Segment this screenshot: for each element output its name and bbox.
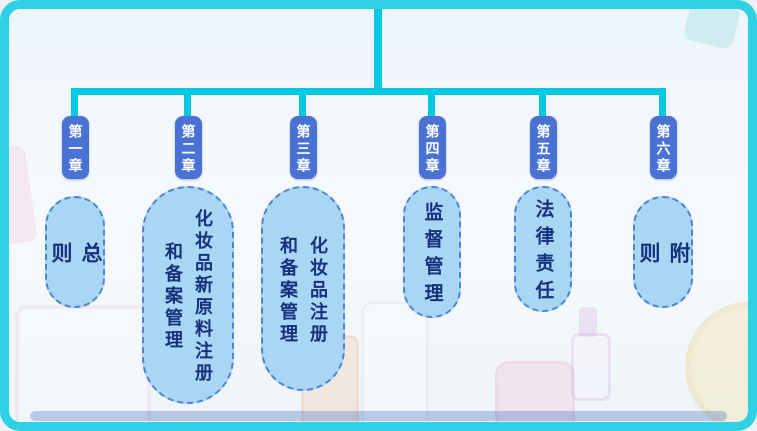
chapter-badge-label: 第三章 [295, 123, 312, 175]
chapter-capsule-supplementary: 附则 [633, 196, 693, 308]
chapter-title: 总则 [45, 198, 105, 306]
chapter-badge-4: 第四章 [419, 116, 446, 179]
bottom-accent-bar [30, 411, 727, 421]
chapter-capsule-new-ingredient-registration: 化妆品新原料注册 和备案管理 [142, 186, 234, 404]
chapter-title-column: 监督管理 [421, 202, 443, 310]
chapter-badge-1: 第一章 [62, 116, 89, 179]
connector-horizontal [72, 88, 666, 95]
background-illustration-mirror [685, 301, 748, 422]
chapter-title-column: 和备案管理 [278, 235, 298, 346]
connector-drop-3 [299, 88, 306, 120]
chapter-title-column: 附则 [637, 241, 690, 293]
connector-drop-5 [539, 88, 546, 120]
chapter-capsule-general-provisions: 总则 [45, 196, 105, 308]
background-illustration-box [15, 305, 151, 422]
background-illustration-brush [682, 9, 742, 51]
chapter-capsule-cosmetics-registration: 化妆品注册 和备案管理 [261, 186, 345, 391]
background-illustration-pink-strip [9, 145, 38, 245]
connector-drop-4 [428, 88, 435, 120]
chapter-capsule-legal-liability: 法律责任 [514, 186, 572, 312]
chapter-title: 附则 [633, 198, 693, 306]
connector-drop-6 [659, 88, 666, 120]
chapter-badge-label: 第五章 [535, 123, 552, 175]
chapter-badge-5: 第五章 [530, 116, 557, 179]
chapter-capsule-supervision: 监督管理 [403, 186, 461, 318]
chapter-badge-label: 第六章 [655, 123, 672, 175]
background-illustration-polish-cap [579, 307, 597, 337]
chapter-badge-label: 第四章 [424, 123, 441, 175]
chapter-badge-label: 第二章 [180, 123, 197, 175]
chapter-title-column: 和备案管理 [163, 242, 183, 352]
connector-drop-1 [71, 88, 78, 120]
background-illustration-nail-polish [571, 333, 611, 401]
chapter-badge-label: 第一章 [67, 123, 84, 175]
connector-drop-2 [184, 88, 191, 120]
background-illustration-pump-bottle [361, 301, 429, 422]
connector-trunk [374, 9, 382, 95]
chapter-badge-3: 第三章 [290, 116, 317, 179]
chapter-title-column: 化妆品新原料注册 [193, 209, 213, 385]
chapter-title: 监督管理 [419, 194, 446, 310]
chapter-title-column: 总则 [49, 241, 102, 293]
chapter-title-column: 化妆品注册 [308, 235, 328, 346]
chapter-title: 化妆品新原料注册 和备案管理 [158, 205, 218, 385]
chapter-title: 法律责任 [530, 191, 557, 307]
chapter-title: 化妆品注册 和备案管理 [273, 232, 333, 346]
chapter-badge-6: 第六章 [650, 116, 677, 179]
chapter-badge-2: 第二章 [175, 116, 202, 179]
background-illustration-compact [495, 361, 575, 422]
chapter-title-column: 法律责任 [532, 199, 554, 307]
